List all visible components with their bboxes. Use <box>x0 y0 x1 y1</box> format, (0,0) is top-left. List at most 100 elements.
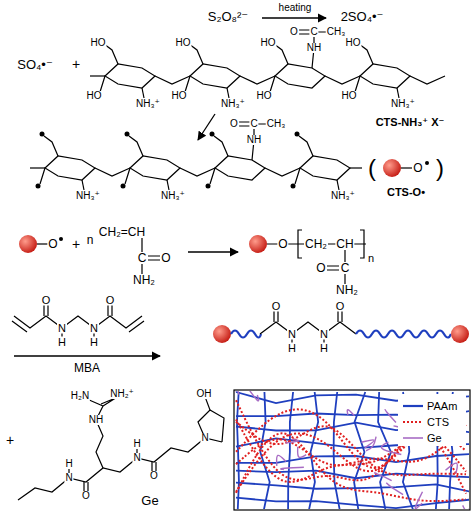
bond <box>401 167 412 168</box>
radical-dots <box>36 132 300 189</box>
proline-ring <box>198 410 224 442</box>
formula-label: NH₃⁺ <box>160 191 186 201</box>
formula-label: O <box>315 262 326 274</box>
gelatin-strand <box>298 447 307 458</box>
formula-label: NH <box>88 415 104 425</box>
gelatin-strand <box>361 440 374 448</box>
legend-sample <box>403 405 423 407</box>
chitosan-ball <box>383 159 401 177</box>
chitosan-strand <box>236 409 466 471</box>
gelatin-strand <box>245 391 259 401</box>
formula-label: C <box>340 262 351 274</box>
mba-skeleton <box>14 316 142 328</box>
legend-sample <box>403 421 423 423</box>
bond <box>90 75 105 76</box>
sugar-ring <box>270 44 325 92</box>
legend-ground <box>398 394 466 446</box>
radical-dot <box>425 161 429 165</box>
formula-label: + <box>5 433 15 447</box>
formula-label: HO <box>260 38 277 48</box>
bond <box>30 167 45 168</box>
chitosan-ball <box>249 235 267 253</box>
gelatin-strand <box>386 483 403 495</box>
bond <box>167 180 169 190</box>
formula-label: CTS-NH₃⁺ X⁻ <box>375 117 446 128</box>
gelatin-strand <box>463 496 469 509</box>
formula-label: CH₃ <box>326 27 347 37</box>
reaction-arrow <box>188 251 238 252</box>
sugar-ring <box>125 136 180 184</box>
formula-label: O <box>289 27 299 37</box>
formula-label: ( <box>367 156 377 180</box>
formula-label: CH₃ <box>266 119 287 129</box>
formula-label: O <box>81 491 91 501</box>
bond <box>397 88 399 98</box>
formula-label: CH <box>335 238 354 250</box>
gelatin-strand <box>277 455 286 466</box>
formula-label: HO <box>90 38 107 48</box>
reaction-arrow <box>262 17 326 18</box>
peptide-bonds <box>69 444 156 496</box>
formula-label: O <box>229 119 239 129</box>
radical-dot <box>59 237 63 241</box>
paam-strand <box>236 483 469 493</box>
reaction-arrow <box>14 355 160 356</box>
repeat-brackets <box>298 230 364 258</box>
sugar-ring <box>295 136 350 184</box>
formula-label: H <box>319 343 329 354</box>
formula-label: CTS-O• <box>386 187 426 198</box>
bond <box>325 76 360 84</box>
formula-label: NH₃⁺ <box>220 99 246 109</box>
mba-step <box>12 300 469 356</box>
formula-label: O <box>41 295 52 306</box>
formula-label: H <box>57 337 67 348</box>
legend-text: Ge <box>427 433 442 444</box>
formula-label: NH₃⁺ <box>135 99 161 109</box>
gelatin-strand <box>347 410 354 416</box>
gelatin-strand <box>281 467 304 469</box>
paam-strand <box>236 498 469 508</box>
bond <box>265 168 300 176</box>
gelatin-structure <box>18 394 224 500</box>
formula-label: N <box>132 453 141 463</box>
gelatin-strand <box>385 409 396 422</box>
sugar-ring <box>185 44 240 92</box>
formula-label: + <box>71 57 81 71</box>
peptide-backbone <box>18 438 222 500</box>
formula-label: O <box>271 301 282 312</box>
formula-label: O <box>277 238 288 250</box>
formula-label: NH₂ <box>335 284 359 296</box>
hydrogel-network <box>235 391 469 509</box>
paam-strand <box>309 392 319 509</box>
radical-chain <box>30 122 429 190</box>
legend-samples <box>403 406 423 438</box>
formula-label: OH <box>196 389 213 399</box>
formula-label: HO <box>345 38 362 48</box>
chitosan-chain <box>90 30 445 98</box>
formula-label: O <box>149 471 159 481</box>
formula-label: C <box>249 119 258 129</box>
chitosan-ball <box>213 325 231 343</box>
formula-label: SO₄•⁻ <box>16 58 54 71</box>
bond <box>350 167 362 168</box>
formula-label: Ge <box>140 494 159 507</box>
bond <box>155 76 190 84</box>
formula-label: HO <box>171 91 188 101</box>
formula-label: NH₂⁺ <box>109 389 135 399</box>
formula-label: NH <box>246 135 262 145</box>
gelatin-strand <box>286 439 299 443</box>
crosslink-bonds <box>274 306 342 348</box>
formula-label: heating <box>278 3 313 13</box>
bond <box>240 76 275 84</box>
formula-label: C <box>309 27 318 37</box>
formula-label: NH₃⁺ <box>330 191 356 201</box>
formula-label: 2SO₄•⁻ <box>340 10 385 23</box>
formula-label: HO <box>256 91 273 101</box>
grafting-step <box>19 230 366 284</box>
formula-label: O <box>335 301 346 312</box>
formula-label: N <box>89 323 99 334</box>
paam-strand <box>236 454 469 463</box>
reaction-arrow <box>198 114 215 140</box>
